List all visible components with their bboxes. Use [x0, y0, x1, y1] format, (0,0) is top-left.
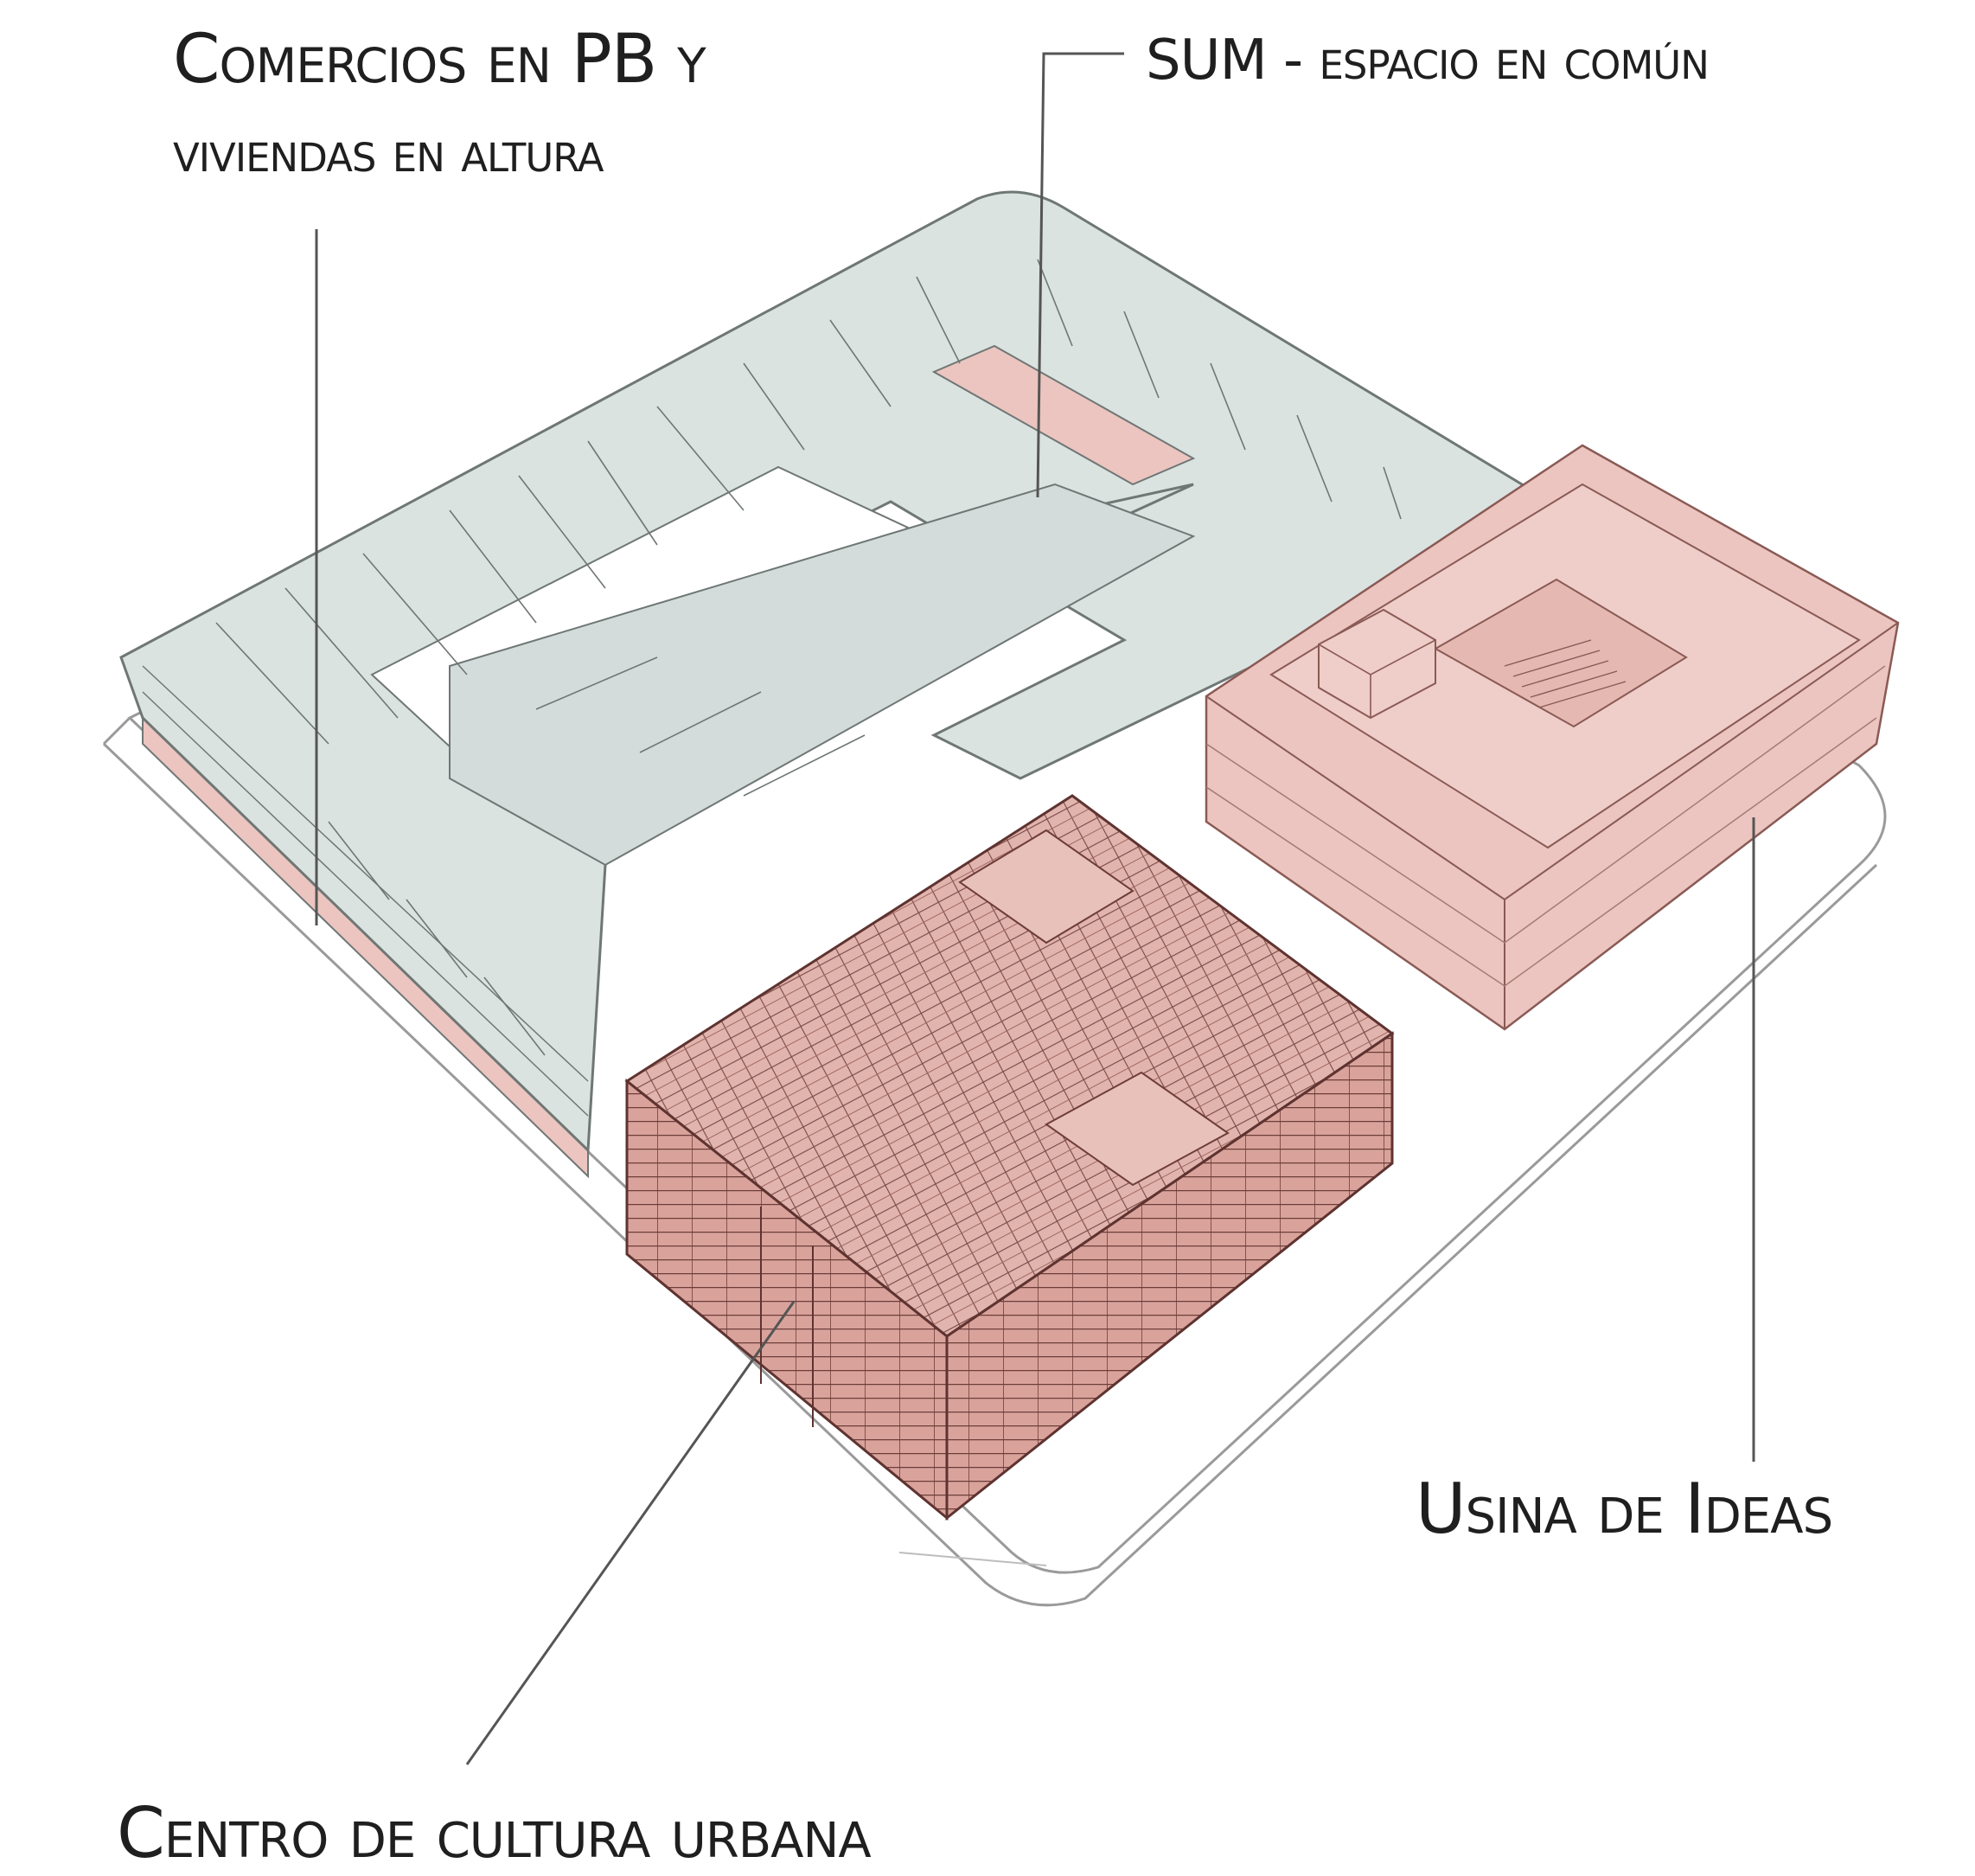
label-centro-de-cultura-urbana: Centro de cultura urbana	[117, 1793, 872, 1873]
centro-de-cultura-urbana-building	[624, 794, 1395, 1521]
label-comercios-line2: viviendas en altura	[173, 121, 604, 185]
label-usina-de-ideas: Usina de Ideas	[1416, 1469, 1833, 1549]
residential-block	[119, 190, 1524, 1179]
label-sum: SUM - espacio en común	[1146, 29, 1710, 93]
centro-leader	[465, 1301, 796, 1765]
usina-de-ideas-building	[1205, 444, 1900, 1031]
label-comercios-line1: Comercios en PB y	[173, 21, 706, 99]
sum-leader	[1036, 52, 1124, 498]
